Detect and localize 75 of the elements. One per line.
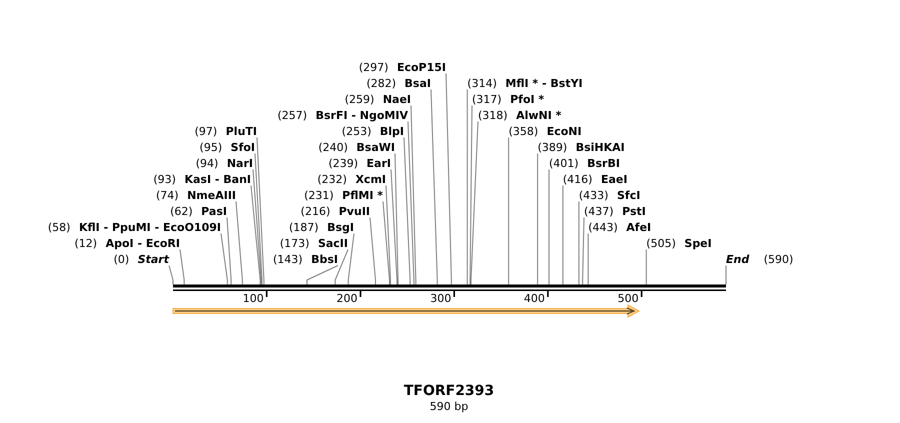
- scale-number: 200: [336, 292, 358, 304]
- enzyme-label: (232) XcmI: [317, 172, 386, 186]
- leader-line: [334, 249, 348, 285]
- leader-line: [236, 201, 243, 285]
- leader-line: [508, 137, 510, 285]
- leader-line: [370, 217, 376, 285]
- enzyme-label: (97) PluTI: [194, 124, 257, 138]
- enzyme-label: (259) NaeI: [344, 92, 411, 106]
- leader-line: [382, 201, 390, 285]
- enzyme-label: (389) BsiHKAI: [538, 140, 625, 154]
- leader-line: [588, 233, 589, 285]
- enzyme-label: (443) AfeI: [588, 220, 652, 234]
- leader-line: [306, 265, 338, 285]
- leader-line: [446, 73, 452, 285]
- enzyme-label: (216) PvuII: [300, 204, 370, 218]
- leader-line: [250, 185, 261, 285]
- leader-line: [386, 185, 391, 285]
- enzyme-label: (401) BsrBI: [549, 156, 620, 170]
- enzyme-label: (231) PflMI *: [304, 188, 383, 202]
- enzyme-label: (94) NarI: [196, 156, 253, 170]
- enzyme-label: (95) SfoI: [200, 140, 255, 154]
- scale-number: 100: [242, 292, 264, 304]
- enzyme-label: (416) EaeI: [562, 172, 628, 186]
- leader-line: [180, 249, 185, 285]
- enzyme-label: (433) SfcI: [578, 188, 640, 202]
- enzyme-label: (239) EarI: [328, 156, 391, 170]
- enzyme-label: (62) PasI: [170, 204, 227, 218]
- leader-line: [470, 121, 478, 285]
- enzyme-label: (74) NmeAIII: [156, 188, 236, 202]
- scale-number: 500: [618, 292, 639, 304]
- scale-number: 300: [430, 292, 452, 304]
- enzyme-label: (173) SacII: [280, 236, 348, 250]
- leader-line: [220, 233, 228, 285]
- leader-line: [562, 185, 564, 285]
- enzyme-label: (437) PstI: [584, 204, 646, 218]
- leader-line: [404, 137, 411, 285]
- leader-line: [470, 105, 472, 285]
- sequence-length-caption: 590 bp: [430, 400, 468, 414]
- enzyme-label: (505) SpeI: [646, 236, 712, 250]
- enzyme-label: (358) EcoNI: [508, 124, 582, 138]
- enzyme-label: (12) ApoI - EcoRI: [74, 236, 180, 250]
- leader-line: [390, 169, 398, 285]
- leader-line: [548, 169, 550, 285]
- leader-line: [537, 153, 538, 285]
- sequence-start-label: (0) Start: [114, 252, 169, 266]
- enzyme-label: (317) PfoI *: [472, 92, 544, 106]
- leader-line: [578, 201, 580, 285]
- enzyme-label: (297) EcoP15I: [358, 60, 446, 74]
- leader-line: [582, 217, 584, 285]
- scale-number: 400: [524, 292, 545, 304]
- enzyme-label: (314) MflI * - BstYI: [467, 76, 583, 90]
- leader-line: [466, 89, 468, 285]
- map-title: TFORF2393: [404, 383, 494, 400]
- leader-line: [254, 153, 262, 285]
- enzyme-label: (58) KflI - PpuMI - EcoO109I: [48, 220, 221, 234]
- enzyme-label: (318) AlwNI *: [478, 108, 562, 122]
- leader-line: [348, 233, 354, 285]
- leader-line: [410, 105, 416, 285]
- enzyme-label: (253) BlpI: [342, 124, 404, 138]
- enzyme-label: (257) BsrFI - NgoMIV: [278, 108, 408, 122]
- sequence-end-label: End (590): [726, 252, 794, 266]
- enzyme-label: (93) KasI - BanI: [153, 172, 251, 186]
- leader-line: [430, 89, 438, 285]
- enzyme-label: (187) BsgI: [289, 220, 354, 234]
- leader-line: [256, 137, 264, 285]
- leader-line: [252, 169, 262, 285]
- leader-line: [226, 217, 232, 285]
- leader-line: [394, 153, 398, 285]
- dna-backbone: [173, 284, 726, 291]
- leader-line: [168, 265, 174, 285]
- leader-line: [646, 249, 647, 285]
- enzyme-label: (143) BbsI: [273, 252, 338, 266]
- enzyme-label: (240) BsaWI: [318, 140, 395, 154]
- enzyme-label: (282) BsaI: [366, 76, 431, 90]
- leader-line: [408, 121, 414, 285]
